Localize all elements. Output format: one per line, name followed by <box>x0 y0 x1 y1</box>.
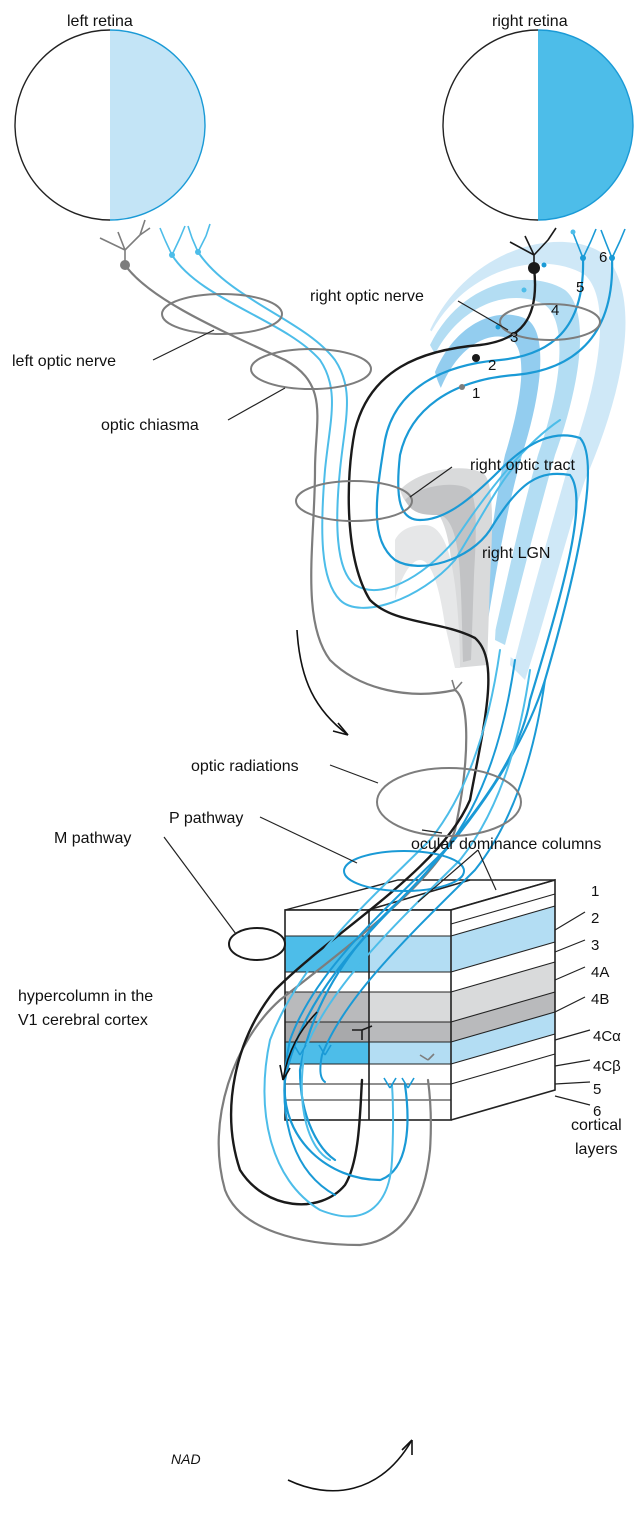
left-retina <box>15 30 205 220</box>
ocular-dominance-columns-label: ocular dominance columns <box>411 836 601 853</box>
p-pathway-label: P pathway <box>169 810 243 827</box>
cortical-layer-2: 2 <box>591 910 599 927</box>
lgn-layer-4: 4 <box>551 302 559 319</box>
optic-radiations-ellipse <box>377 768 521 836</box>
cortical-layer-labels: 1 2 3 4A 4B 4Cα 4Cβ 5 6 <box>591 883 621 1120</box>
right-retina-label: right retina <box>492 13 568 30</box>
cortical-layers-label-line2: layers <box>575 1141 618 1158</box>
cortical-layer-6: 6 <box>593 1103 601 1120</box>
cortex-block <box>285 880 555 1120</box>
cortical-layer-1: 1 <box>591 883 599 900</box>
signature: NAD <box>171 1451 201 1467</box>
cortical-layer-4b: 4B <box>591 991 609 1008</box>
cortical-layer-3: 3 <box>591 937 599 954</box>
hypercolumn-label-line2: V1 cerebral cortex <box>18 1012 148 1029</box>
labels: left retina right retina right optic ner… <box>12 13 622 1467</box>
right-retina <box>443 30 633 220</box>
optic-chiasma-label: optic chiasma <box>101 417 199 434</box>
m-pathway-label: M pathway <box>54 830 131 847</box>
cortical-layer-4c-beta: 4Cβ <box>593 1058 621 1075</box>
left-retina-label: left retina <box>67 13 133 30</box>
right-optic-tract-label: right optic tract <box>470 457 575 474</box>
left-optic-nerve-ellipse <box>162 294 282 334</box>
lgn-layer-2: 2 <box>488 357 496 374</box>
cortical-layer-4c-alpha: 4Cα <box>593 1028 621 1045</box>
m-pathway-ellipse <box>229 928 285 960</box>
lgn-layer-1: 1 <box>472 385 480 402</box>
arrow-bottom <box>288 1440 412 1491</box>
lgn-layer-6: 6 <box>599 249 607 266</box>
right-optic-nerve-label: right optic nerve <box>310 288 424 305</box>
right-lgn-label: right LGN <box>482 545 550 562</box>
cortical-layer-4a: 4A <box>591 964 609 981</box>
lgn-layer-5: 5 <box>576 279 584 296</box>
left-optic-nerve-label: left optic nerve <box>12 353 116 370</box>
hypercolumn-label-line1: hypercolumn in the <box>18 988 153 1005</box>
lgn-layer-3: 3 <box>510 329 518 346</box>
cortical-layer-5: 5 <box>593 1081 601 1098</box>
optic-radiations-label: optic radiations <box>191 758 299 775</box>
